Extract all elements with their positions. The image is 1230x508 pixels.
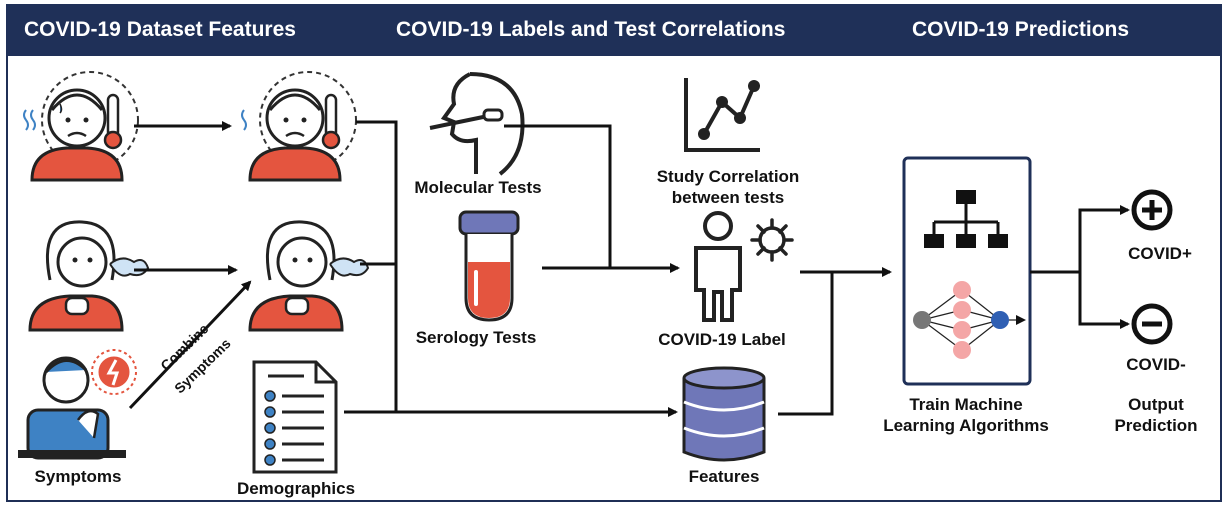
demographics-label: Demographics	[237, 479, 355, 498]
molecular-tests-label: Molecular Tests	[414, 178, 541, 197]
cough-person-icon	[28, 220, 150, 332]
covid-positive-label: COVID+	[1128, 244, 1192, 263]
molecular-test-icon	[429, 72, 525, 176]
neural-network-icon	[913, 281, 1026, 359]
connector-lines	[128, 120, 1130, 417]
output-prediction-label-line2: Prediction	[1114, 416, 1197, 435]
virus-icon	[750, 218, 794, 262]
fever-person-icon	[23, 71, 139, 182]
covid-negative-label: COVID-	[1126, 355, 1186, 374]
train-ml-label-line1: Train Machine	[909, 395, 1022, 414]
study-correlation-label-line1: Study Correlation	[657, 167, 800, 186]
demographics-document-icon	[252, 360, 338, 474]
symptoms-label: Symptoms	[35, 467, 122, 486]
negative-result-icon	[1131, 303, 1173, 345]
combined-fever-person-icon	[241, 71, 357, 182]
patient-label-icon	[694, 211, 742, 322]
decision-tree-icon	[924, 190, 1008, 248]
header-bar: COVID-19 Dataset Features COVID-19 Label…	[6, 4, 1222, 56]
output-prediction-label-line1: Output	[1128, 395, 1184, 414]
correlation-chart-icon	[684, 78, 760, 152]
section-title-predictions: COVID-19 Predictions	[912, 18, 1130, 41]
combine-symptoms-label: Combine Symptoms	[157, 320, 234, 396]
symptoms-person-icon	[18, 349, 137, 460]
positive-result-icon	[1131, 189, 1173, 231]
combined-cough-person-icon	[248, 220, 370, 332]
covid-label-label: COVID-19 Label	[658, 330, 786, 349]
serology-tests-label: Serology Tests	[416, 328, 537, 347]
serology-tube-icon	[458, 210, 520, 322]
train-ml-label-line2: Learning Algorithms	[883, 416, 1049, 435]
features-label: Features	[689, 467, 760, 486]
study-correlation-label-line2: between tests	[672, 188, 784, 207]
section-title-features: COVID-19 Dataset Features	[24, 18, 296, 41]
section-title-labels: COVID-19 Labels and Test Correlations	[396, 18, 786, 41]
features-database-icon	[682, 366, 766, 462]
